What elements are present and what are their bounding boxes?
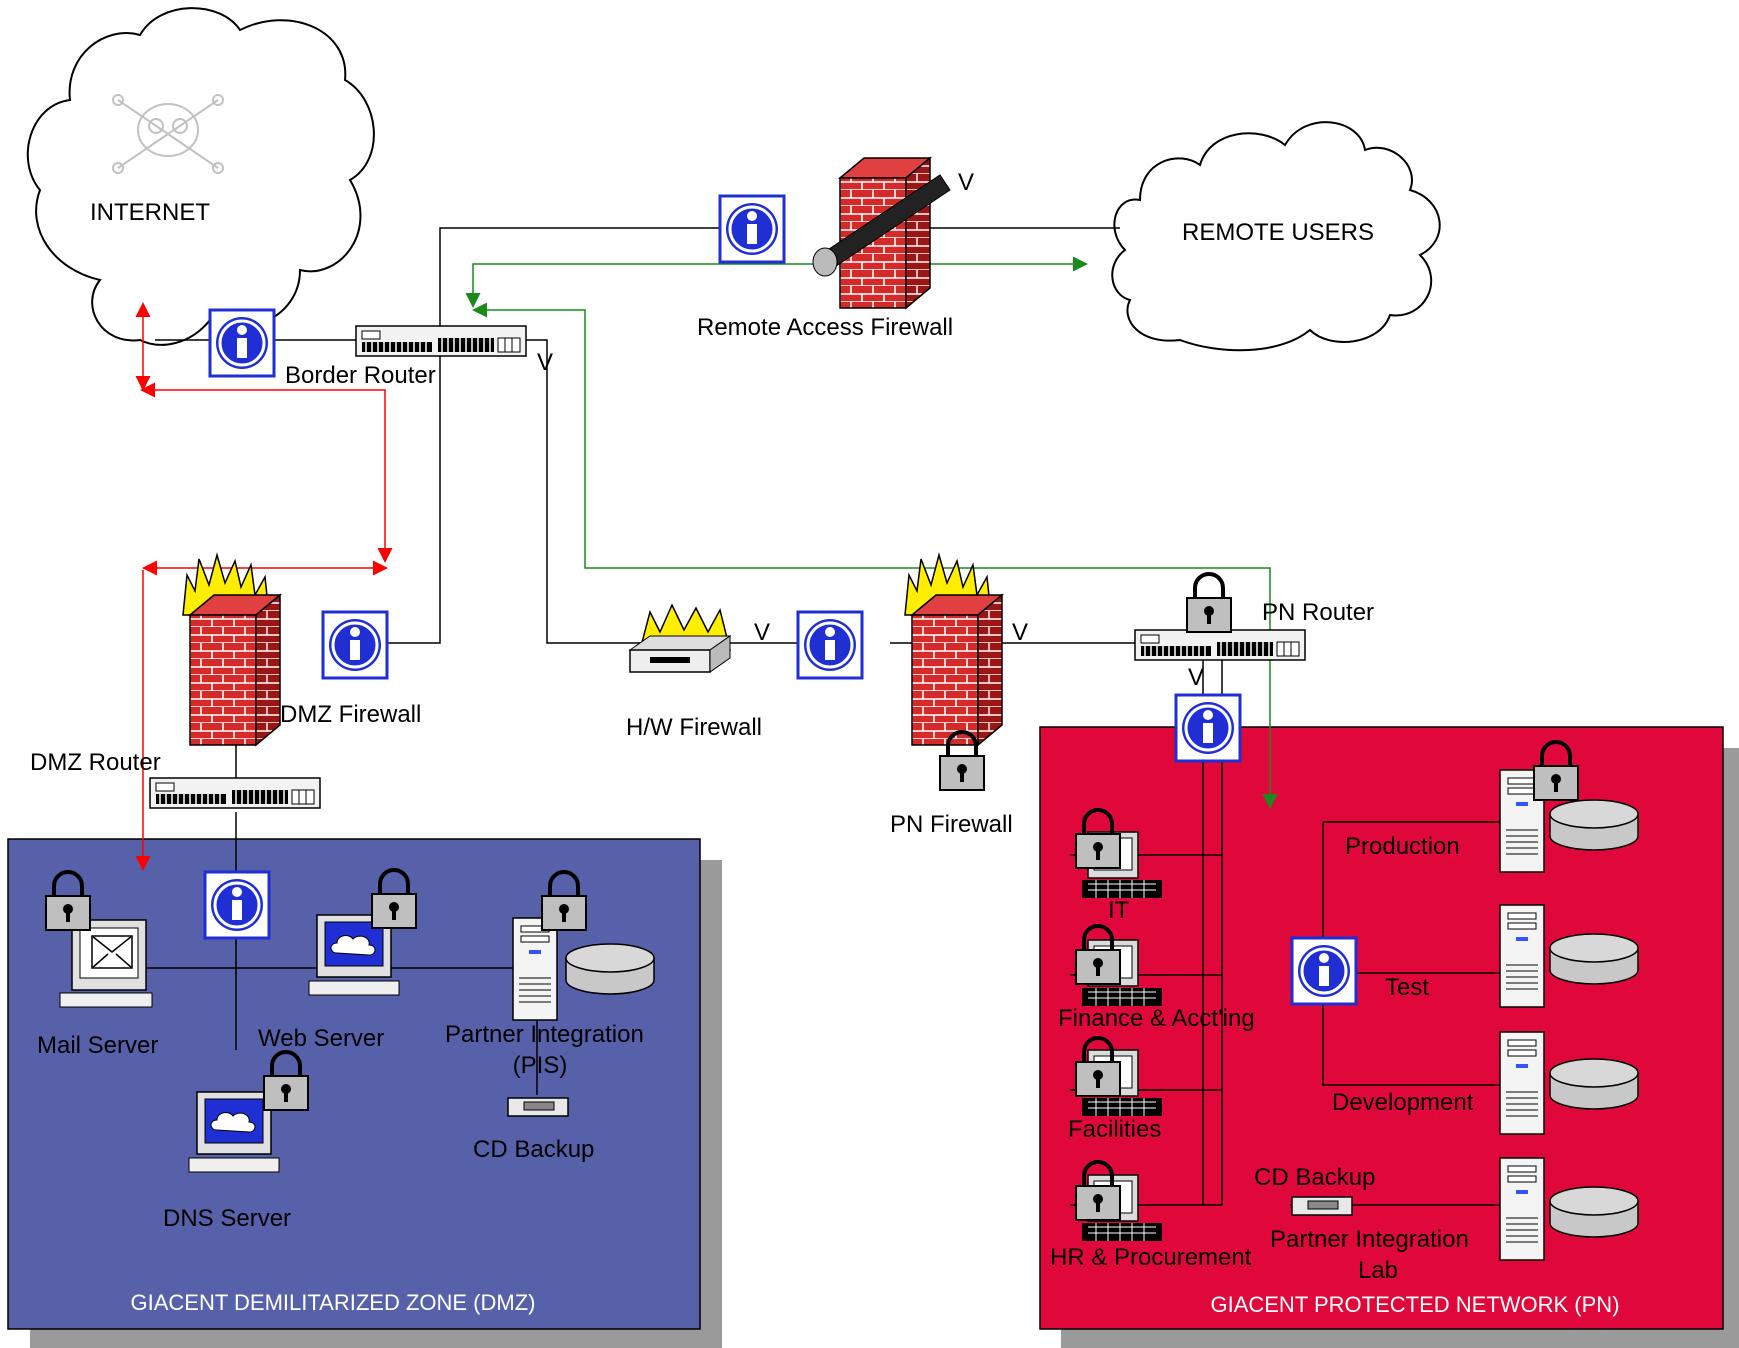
dmz-zone-title: GIACENT DEMILITARIZED ZONE (DMZ) (131, 1290, 536, 1315)
pn-cd-backup[interactable] (1291, 1196, 1353, 1216)
pn-router-v-label: V (1188, 664, 1204, 691)
hw-firewall-v-label: V (754, 619, 770, 646)
dmz-cd-backup[interactable] (507, 1097, 569, 1117)
test-disk-icon (1549, 933, 1639, 985)
border-router[interactable] (355, 325, 527, 357)
pis-server[interactable] (512, 917, 558, 1021)
ids-icon-pn[interactable] (1174, 693, 1242, 763)
pn-traffic-flow (465, 256, 1278, 809)
dmz-firewall[interactable] (189, 594, 281, 746)
dmz-cd-backup-label: CD Backup (473, 1136, 594, 1163)
dmz-router-label: DMZ Router (30, 749, 161, 776)
internet-cloud (26, 7, 375, 346)
pn-zone-title: GIACENT PROTECTED NETWORK (PN) (1210, 1292, 1619, 1317)
dmz-traffic-flow (135, 302, 393, 871)
production-disk-icon (1549, 799, 1639, 851)
remote-access-firewall-label: Remote Access Firewall (697, 314, 953, 341)
ids-icon-remote[interactable] (718, 194, 786, 264)
pn-router-label: PN Router (1262, 599, 1374, 626)
production-label: Production (1345, 833, 1460, 860)
pn-router-lock-icon (1185, 572, 1233, 634)
pn-firewall-label: PN Firewall (890, 811, 1013, 838)
hr-label: HR & Procurement (1050, 1244, 1252, 1271)
dns-server-label: DNS Server (163, 1205, 291, 1232)
ids-icon-hw-firewall[interactable] (796, 610, 864, 680)
remote-firewall-v-label: V (958, 169, 974, 196)
border-router-v-label: V (537, 349, 553, 376)
development-disk-icon (1549, 1058, 1639, 1110)
finance-label: Finance & Acct'ing (1058, 1005, 1255, 1032)
remote-users-label: REMOTE USERS (1182, 219, 1374, 246)
test-server[interactable] (1499, 904, 1545, 1008)
hw-firewall[interactable] (628, 603, 732, 673)
pn-cd-backup-label: CD Backup (1254, 1164, 1375, 1191)
dmz-firewall-label: DMZ Firewall (280, 701, 421, 728)
development-label: Development (1332, 1089, 1474, 1116)
remote-users-cloud (1111, 121, 1441, 352)
lab-label-line2: Lab (1358, 1257, 1398, 1284)
facilities-label: Facilities (1068, 1116, 1161, 1143)
lab-server[interactable] (1499, 1157, 1545, 1261)
lab-label-line1: Partner Integration (1270, 1226, 1469, 1253)
pis-label-line1: Partner Integration (445, 1021, 644, 1048)
vpn-tunnel-icon (812, 174, 951, 277)
pn-router[interactable] (1134, 629, 1306, 661)
ids-icon-pn-servers[interactable] (1290, 936, 1358, 1006)
lab-disk-icon (1549, 1186, 1639, 1238)
test-label: Test (1385, 974, 1429, 1001)
ids-icon-dmz[interactable] (203, 870, 271, 940)
pis-label-line2: (PIS) (513, 1052, 568, 1079)
pn-firewall-v-label: V (1012, 619, 1028, 646)
internet-label: INTERNET (90, 199, 210, 226)
pis-disk-icon (565, 943, 655, 995)
skull-crossbones-icon (112, 94, 224, 174)
hw-firewall-label: H/W Firewall (626, 714, 762, 741)
mail-server[interactable] (59, 919, 153, 1008)
dmz-zone (7, 838, 701, 1330)
ids-icon-internet[interactable] (208, 308, 276, 378)
it-label: IT (1108, 897, 1130, 924)
development-server[interactable] (1499, 1031, 1545, 1135)
mail-server-label: Mail Server (37, 1032, 158, 1059)
pn-firewall[interactable] (911, 594, 1003, 746)
border-router-label: Border Router (285, 362, 436, 389)
dmz-router[interactable] (149, 777, 321, 809)
ids-icon-dmz-firewall[interactable] (321, 610, 389, 680)
web-server-label: Web Server (258, 1025, 384, 1052)
